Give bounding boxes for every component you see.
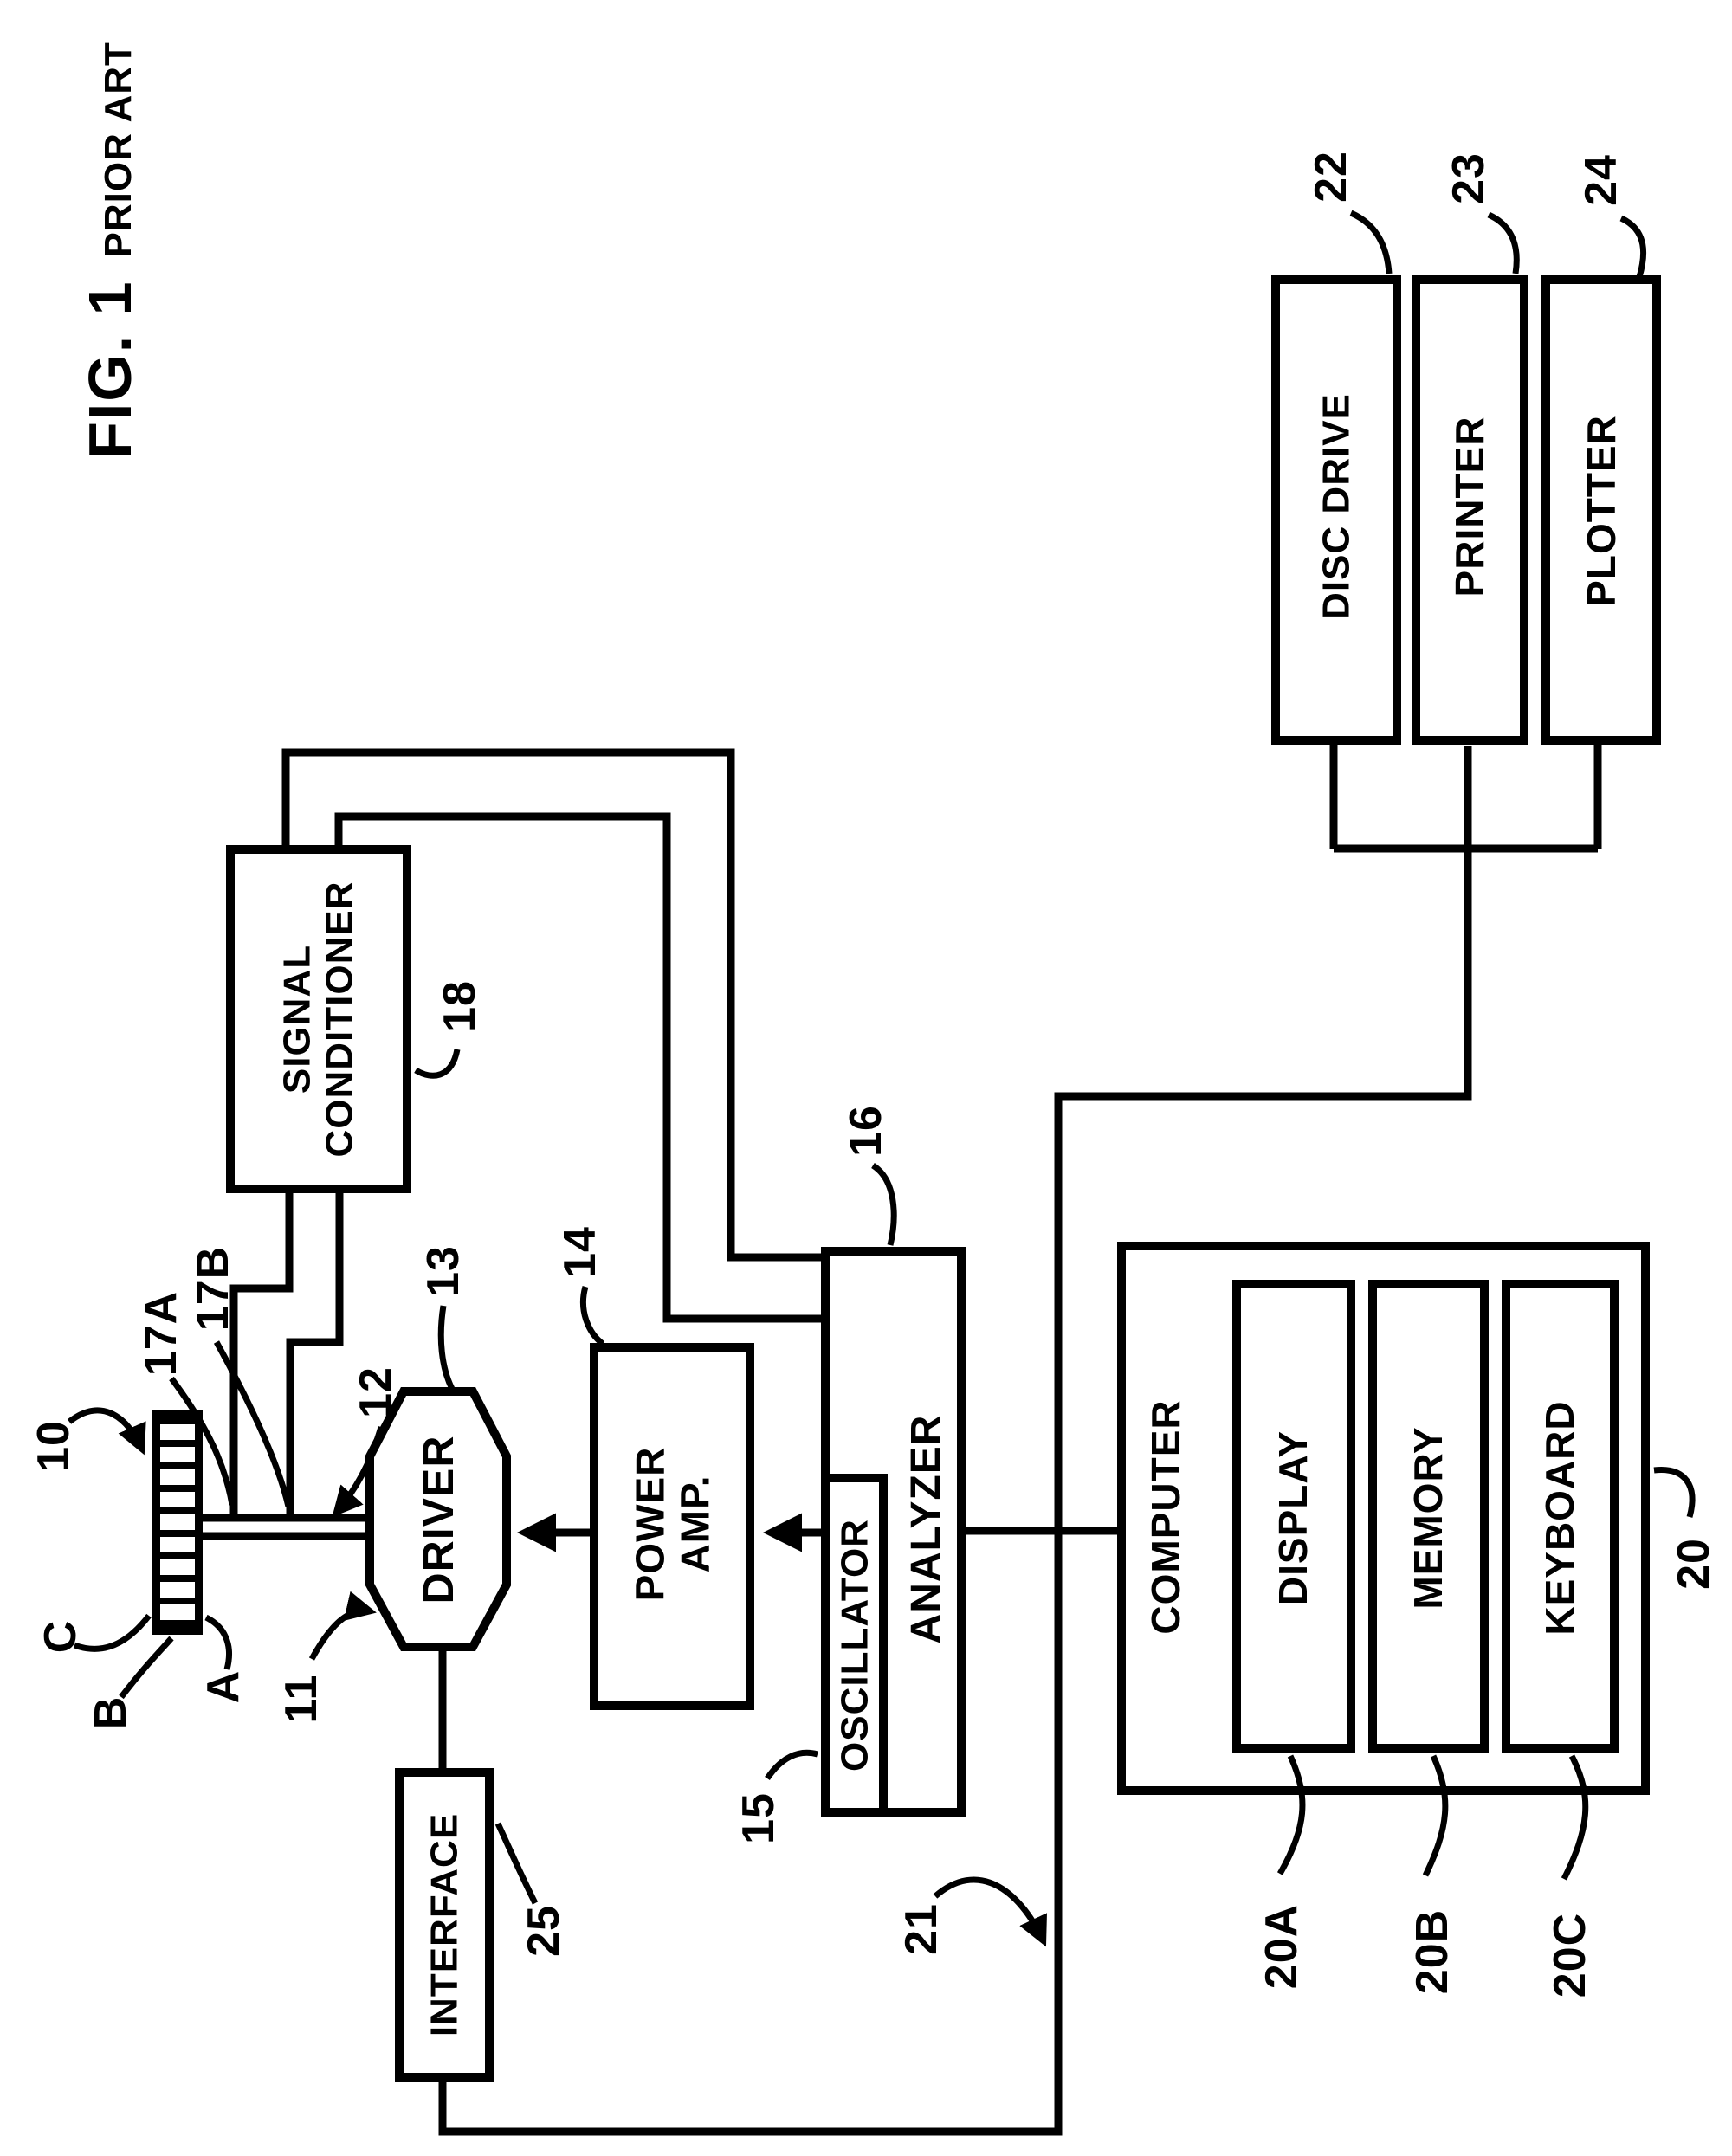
ref-18: 18 xyxy=(434,980,485,1032)
leader-12-arrow xyxy=(332,1426,385,1518)
leader-23 xyxy=(1487,211,1520,274)
ref-17b: 17B xyxy=(187,1245,238,1332)
leader-label-b xyxy=(119,1636,174,1700)
figure-title: FIG. 1 PRIOR ART xyxy=(75,42,145,459)
prior-art-tag: PRIOR ART xyxy=(97,42,139,258)
memory-label: MEMORY xyxy=(1406,1426,1451,1610)
leader-13 xyxy=(437,1305,456,1391)
ref-20a: 20A xyxy=(1256,1903,1307,1990)
power-amp-box xyxy=(590,1343,754,1710)
ref-b: B xyxy=(85,1695,136,1730)
ref-20c: 20C xyxy=(1544,1912,1595,1998)
ref-22: 22 xyxy=(1305,151,1356,203)
ref-15: 15 xyxy=(733,1792,784,1844)
leader-label-a xyxy=(204,1614,232,1670)
ref-13: 13 xyxy=(417,1245,469,1297)
ref-a: A xyxy=(197,1669,249,1704)
leader-25 xyxy=(494,1822,539,1905)
plotter-label: PLOTTER xyxy=(1579,415,1625,607)
interface-label: INTERFACE xyxy=(423,1812,466,2037)
signal-conditioner-box xyxy=(226,845,411,1193)
wire-transducer-lead-b xyxy=(286,1189,344,1518)
ref-20b: 20B xyxy=(1406,1908,1457,1995)
leader-10-arrow xyxy=(67,1407,146,1456)
ref-14: 14 xyxy=(554,1226,605,1278)
ref-21: 21 xyxy=(895,1903,947,1955)
plotter-box xyxy=(1541,275,1661,745)
computer-box xyxy=(1117,1242,1650,1795)
disc-drive-label: DISC DRIVE xyxy=(1315,393,1358,620)
ref-10: 10 xyxy=(28,1420,79,1472)
printer-label: PRINTER xyxy=(1447,416,1493,597)
ref-12: 12 xyxy=(350,1366,401,1418)
memory-box xyxy=(1368,1280,1489,1753)
leader-21-arrow xyxy=(933,1876,1047,1947)
ref-11: 11 xyxy=(275,1674,326,1724)
leader-22 xyxy=(1349,210,1393,274)
keyboard-label: KEYBOARD xyxy=(1537,1400,1583,1636)
ref-c: C xyxy=(35,1619,86,1654)
leader-16 xyxy=(870,1163,897,1246)
keyboard-box xyxy=(1502,1280,1619,1753)
ref-16: 16 xyxy=(840,1105,891,1157)
leader-17b xyxy=(213,1340,292,1507)
ref-23: 23 xyxy=(1443,152,1494,204)
analyzer-label: ANALYZER xyxy=(903,1414,950,1644)
ref-24: 24 xyxy=(1575,154,1626,206)
ref-17a: 17A xyxy=(135,1290,186,1377)
transducer-comb-10 xyxy=(152,1410,203,1635)
figure-number: FIG. 1 xyxy=(76,280,144,459)
leader-11-arrow xyxy=(308,1591,377,1661)
computer-label: COMPUTER xyxy=(1143,1399,1189,1635)
driver-label: DRIVER xyxy=(414,1435,462,1604)
oscillator-label: OSCILLATOR xyxy=(833,1519,876,1772)
power-amp-label: POWER AMP. xyxy=(627,1446,717,1602)
interface-box xyxy=(395,1768,494,2082)
leader-20 xyxy=(1653,1467,1696,1518)
leader-15 xyxy=(765,1749,818,1780)
ref-20: 20 xyxy=(1668,1538,1719,1590)
printer-box xyxy=(1412,275,1528,745)
leader-24 xyxy=(1619,215,1647,278)
ref-25: 25 xyxy=(518,1905,569,1957)
wire-transducer-lead-a xyxy=(229,1189,294,1518)
display-box xyxy=(1232,1280,1355,1753)
leader-18 xyxy=(414,1049,461,1079)
oscillator-box xyxy=(821,1474,888,1817)
leader-14 xyxy=(579,1286,605,1346)
display-label: DISPLAY xyxy=(1270,1430,1316,1606)
signal-conditioner-label: SIGNAL CONDITIONER xyxy=(275,881,361,1158)
disc-drive-box xyxy=(1271,275,1401,745)
